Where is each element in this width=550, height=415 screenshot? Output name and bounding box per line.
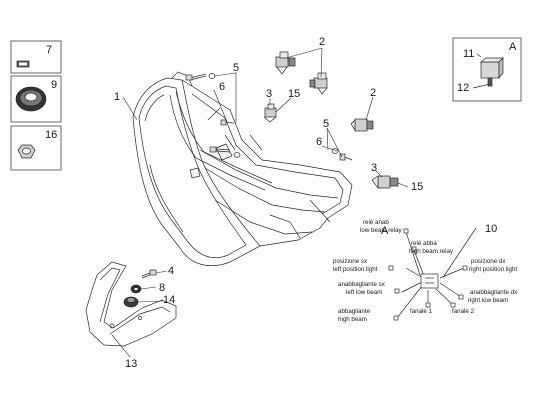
label-anab-dx-en: right low beam: [468, 297, 508, 304]
callout-2: 2: [319, 36, 325, 48]
wiring-harness: [388, 227, 477, 321]
bulb-icon: [350, 118, 374, 132]
label-pos-sx-it: posizione sx: [333, 258, 368, 265]
callout-9: 9: [51, 79, 57, 91]
callout-10: 10: [485, 223, 497, 235]
label-rele-high-it: relè abba: [411, 240, 437, 247]
callout-4: 4: [168, 265, 174, 277]
callout-6: 6: [219, 81, 225, 93]
wiring-letter-a: A: [381, 225, 389, 237]
bulb-icon: [309, 72, 328, 95]
callout-15: 15: [411, 181, 423, 193]
label-abba-en: high beam: [338, 316, 367, 323]
callout-3: 3: [266, 88, 272, 100]
clip-icon: [16, 60, 30, 68]
label-anab-sx-it: anabbagliante sx: [338, 281, 386, 288]
callout-3: 3: [371, 162, 377, 174]
washer-icon: [233, 152, 241, 158]
grommet-icon: [15, 86, 47, 112]
callout-14: 14: [163, 294, 175, 306]
callout-11: 11: [463, 48, 474, 60]
callout-12: 12: [457, 82, 469, 94]
inset-box-a[interactable]: [452, 37, 522, 102]
label-abba-it: abbagliante: [338, 308, 371, 315]
label-fanale-2: fanale 2: [452, 308, 475, 315]
bulb-icon: [263, 103, 277, 123]
callout-15: 15: [288, 88, 300, 100]
headlight-assembly[interactable]: [132, 71, 353, 266]
label-pos-dx-it: posizione dx: [471, 258, 506, 265]
bulb-icon: [275, 51, 296, 75]
callout-16: 16: [45, 129, 57, 141]
inset-letter-a: A: [509, 41, 517, 53]
label-rele-low-en: low beam relay: [360, 227, 403, 234]
label-rele-high-en: high beam relay: [409, 248, 454, 255]
relay-icon: [480, 57, 504, 87]
label-pos-dx-en: right position light: [469, 266, 517, 273]
leader-lines: [111, 47, 409, 358]
callout-13: 13: [125, 358, 137, 370]
callout-7: 7: [46, 44, 52, 56]
bulb-icon: [371, 175, 399, 190]
screw-icon: [141, 269, 157, 279]
label-fanale-1: fanale 1: [410, 308, 433, 315]
screw-icon: [339, 153, 353, 161]
label-rele-low-it: relè anab: [363, 219, 389, 226]
washer-icon: [331, 148, 339, 154]
screw-icon: [220, 119, 235, 126]
label-anab-sx-en: left low beam: [346, 289, 382, 296]
callout-5: 5: [323, 118, 329, 130]
callout-1: 1: [114, 91, 120, 103]
screw-icon: [185, 73, 207, 81]
part-box-9[interactable]: [10, 75, 62, 123]
callout-2: 2: [370, 87, 376, 99]
label-pos-sx-en: left position light: [333, 266, 378, 273]
label-anab-dx-it: anabbagliante dx: [470, 289, 518, 296]
part-box-16[interactable]: [10, 125, 62, 171]
cover-bracket[interactable]: [85, 261, 177, 347]
screw-icon: [209, 146, 231, 153]
callout-8: 8: [159, 282, 165, 294]
part-box-7[interactable]: [10, 40, 62, 74]
nut-icon: [17, 144, 36, 159]
callout-5: 5: [233, 62, 239, 74]
callout-6: 6: [316, 136, 322, 148]
